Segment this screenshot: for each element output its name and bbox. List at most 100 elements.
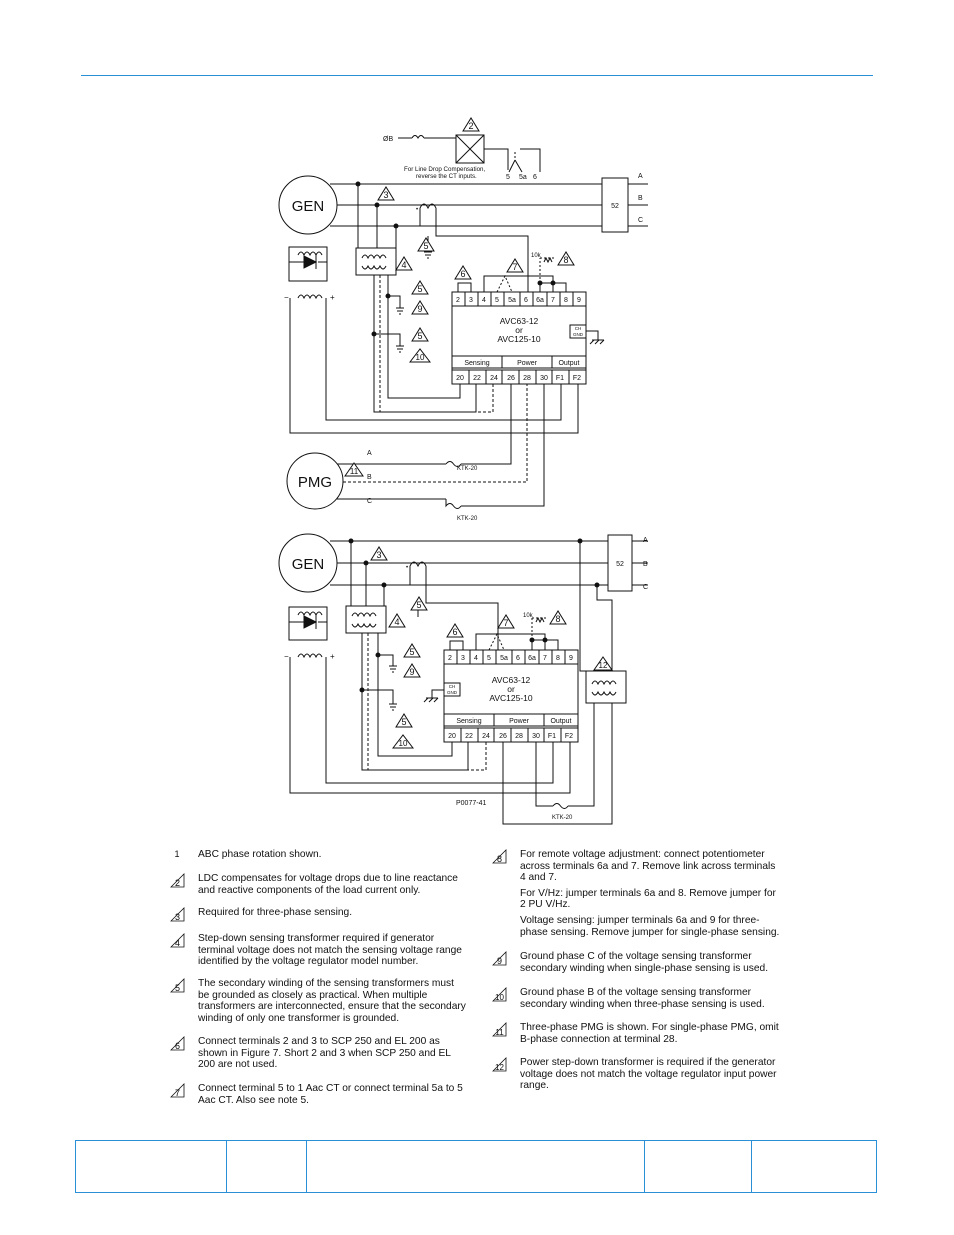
wiring-diagram: ØB For Line Drop Compensation, reverse t… — [278, 117, 648, 825]
sensing-transformer — [345, 605, 387, 634]
ch-label: CH — [575, 326, 582, 331]
phase-b: B — [638, 195, 643, 202]
svg-text:5a: 5a — [508, 297, 516, 304]
ct-term-5a: 5a — [519, 174, 527, 181]
svg-text:7: 7 — [512, 262, 517, 272]
svg-text:5: 5 — [417, 284, 422, 294]
svg-text:F1: F1 — [548, 733, 556, 740]
svg-text:6a: 6a — [528, 655, 536, 662]
svg-text:4: 4 — [474, 655, 478, 662]
svg-text:B: B — [367, 474, 372, 481]
svg-text:KTK-20: KTK-20 — [552, 815, 573, 821]
svg-text:20: 20 — [448, 733, 456, 740]
top-terminals-top: 2 3 4 5 5a 6 6a 7 8 9 — [451, 291, 587, 307]
svg-text:52: 52 — [616, 561, 624, 568]
svg-text:28: 28 — [523, 375, 531, 382]
pot-label: 10k — [531, 253, 542, 259]
svg-text:9: 9 — [417, 304, 422, 314]
bottom-diagram: GEN 52 A B C • — [278, 533, 648, 825]
svg-text:2: 2 — [456, 297, 460, 304]
svg-text:8: 8 — [556, 655, 560, 662]
svg-text:30: 30 — [532, 733, 540, 740]
pmg-symbol — [286, 452, 344, 510]
svg-text:Sensing: Sensing — [464, 360, 489, 367]
svg-text:12: 12 — [599, 661, 608, 670]
svg-text:11: 11 — [350, 467, 359, 476]
svg-text:+: + — [330, 293, 335, 302]
svg-text:5: 5 — [409, 647, 414, 657]
svg-text:3: 3 — [469, 297, 473, 304]
phase-b-label: ØB — [383, 136, 393, 143]
svg-text:6: 6 — [452, 627, 457, 637]
ldc-note-line2: reverse the CT inputs. — [416, 173, 477, 180]
footer-divider — [306, 1141, 307, 1192]
breaker-52 — [601, 177, 629, 233]
svg-text:7: 7 — [503, 618, 508, 628]
gen-label: GEN — [292, 198, 325, 215]
regulator-line1: AVC63-12 — [500, 316, 539, 326]
figure-id: P0077-41 — [456, 800, 486, 807]
svg-text:8: 8 — [555, 614, 560, 624]
svg-text:C: C — [643, 584, 648, 591]
svg-text:8: 8 — [563, 255, 568, 265]
svg-text:AVC125-10: AVC125-10 — [489, 693, 533, 703]
svg-text:Power: Power — [517, 360, 538, 367]
footer-divider — [644, 1141, 645, 1192]
footer-table — [75, 1140, 877, 1193]
regulator-line3: AVC125-10 — [497, 334, 541, 344]
power-transformer — [585, 670, 627, 704]
svg-text:24: 24 — [482, 733, 490, 740]
svg-text:2: 2 — [468, 121, 473, 131]
breaker-label: 52 — [611, 203, 619, 210]
svg-text:5: 5 — [423, 241, 428, 251]
svg-text:6: 6 — [524, 297, 528, 304]
svg-text:+: + — [330, 652, 335, 661]
svg-text:8: 8 — [564, 297, 568, 304]
svg-text:B: B — [643, 561, 648, 568]
svg-text:4: 4 — [394, 617, 399, 627]
svg-text:20: 20 — [456, 375, 464, 382]
svg-text:9: 9 — [569, 655, 573, 662]
svg-text:−: − — [284, 652, 289, 661]
svg-text:6: 6 — [460, 269, 465, 279]
svg-text:7: 7 — [543, 655, 547, 662]
svg-text:•: • — [406, 565, 408, 571]
svg-text:A: A — [643, 537, 648, 544]
svg-text:4: 4 — [401, 260, 406, 270]
svg-text:Power: Power — [509, 718, 530, 725]
ct-term-5: 5 — [506, 174, 510, 181]
fuse-label: KTK-20 — [457, 516, 478, 522]
svg-text:or: or — [507, 684, 515, 694]
phase-c: C — [638, 217, 643, 224]
svg-text:5: 5 — [495, 297, 499, 304]
svg-text:28: 28 — [515, 733, 523, 740]
svg-text:−: − — [284, 293, 289, 302]
svg-text:A: A — [367, 450, 372, 457]
svg-text:22: 22 — [473, 375, 481, 382]
ldc-note-line1: For Line Drop Compensation, — [404, 166, 485, 173]
svg-text:CH: CH — [449, 684, 456, 689]
svg-text:10k: 10k — [523, 613, 534, 619]
top-diagram: ØB For Line Drop Compensation, reverse t… — [278, 117, 648, 522]
svg-text:3: 3 — [383, 190, 388, 200]
svg-text:GND: GND — [447, 690, 458, 695]
ct-term-6: 6 — [533, 174, 537, 181]
svg-text:C: C — [367, 498, 372, 505]
svg-text:30: 30 — [540, 375, 548, 382]
svg-text:5: 5 — [417, 331, 422, 341]
svg-text:7: 7 — [551, 297, 555, 304]
svg-text:10: 10 — [399, 739, 408, 748]
svg-text:Sensing: Sensing — [456, 718, 481, 725]
svg-text:3: 3 — [376, 550, 381, 560]
footer-divider — [226, 1141, 227, 1192]
svg-text:F2: F2 — [573, 375, 581, 382]
svg-text:22: 22 — [465, 733, 473, 740]
fuse-label: KTK-20 — [457, 466, 478, 472]
regulator-box — [451, 305, 587, 383]
svg-text:6a: 6a — [536, 297, 544, 304]
footer-divider — [751, 1141, 752, 1192]
svg-text:GEN: GEN — [292, 556, 325, 573]
phase-a: A — [638, 173, 643, 180]
svg-text:Output: Output — [550, 718, 571, 725]
svg-text:9: 9 — [409, 667, 414, 677]
